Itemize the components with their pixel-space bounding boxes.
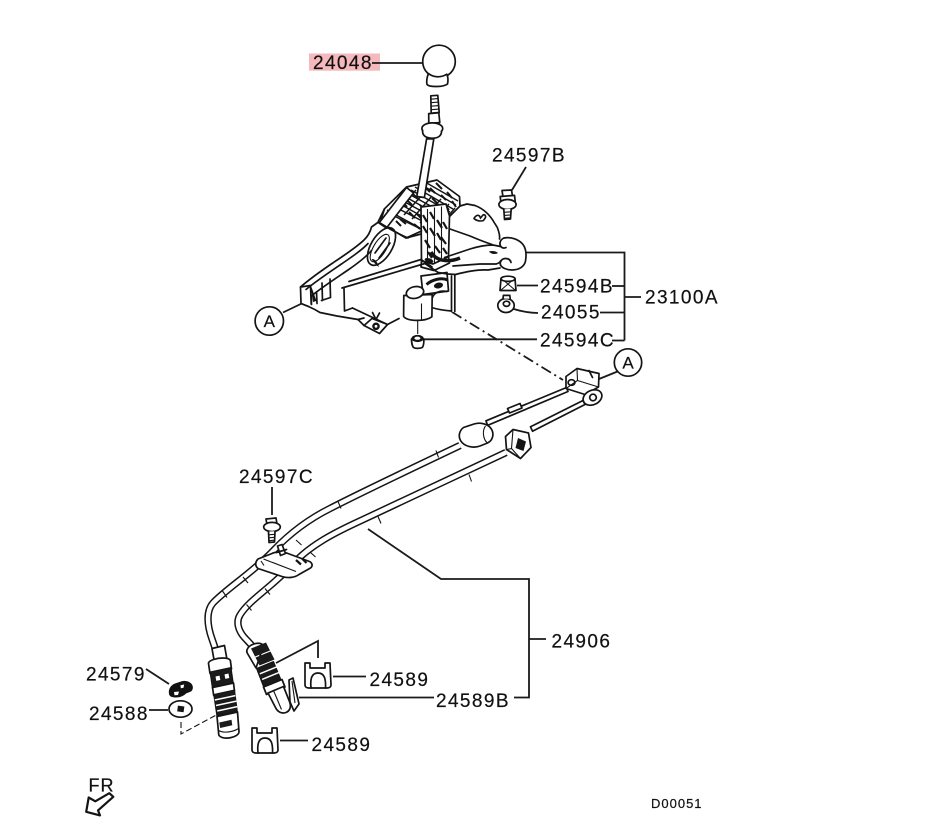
svg-text:24589: 24589	[370, 670, 430, 691]
svg-text:24589: 24589	[312, 735, 372, 756]
svg-text:24055: 24055	[541, 303, 601, 324]
svg-text:D00051: D00051	[651, 796, 703, 811]
svg-text:24579: 24579	[86, 664, 146, 685]
svg-text:24588: 24588	[89, 704, 149, 725]
svg-text:24048: 24048	[313, 53, 373, 74]
svg-text:24594B: 24594B	[540, 276, 614, 297]
svg-text:24597B: 24597B	[492, 145, 566, 166]
svg-text:A: A	[622, 354, 634, 373]
svg-text:23100A: 23100A	[645, 287, 719, 308]
svg-text:A: A	[264, 312, 276, 331]
svg-text:FR: FR	[89, 776, 115, 796]
svg-text:24597C: 24597C	[239, 467, 314, 488]
svg-text:24906: 24906	[552, 631, 612, 652]
svg-text:24589B: 24589B	[436, 691, 510, 712]
svg-text:24594C: 24594C	[540, 330, 615, 351]
